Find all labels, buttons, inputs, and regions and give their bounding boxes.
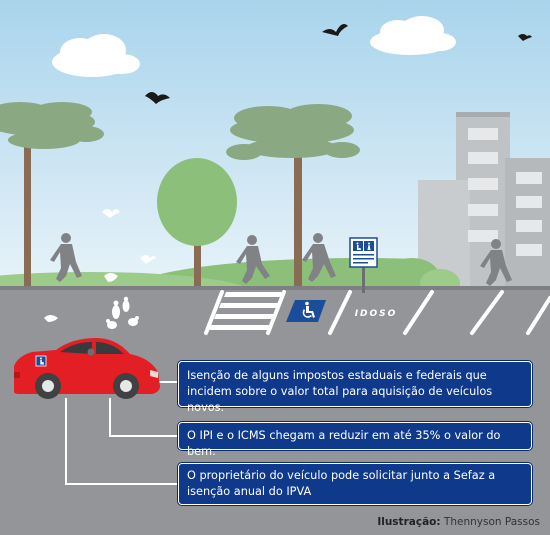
car-icon	[14, 338, 160, 399]
wheelchair-icon	[302, 301, 315, 318]
tree-icon	[226, 104, 360, 290]
jogger-icon	[302, 233, 336, 282]
jogger-icon	[236, 235, 270, 284]
bird-icon	[140, 255, 156, 264]
bird-icon	[145, 92, 170, 104]
info-box-ipi-icms: O IPI e o ICMS chegam a reduzir em até 3…	[178, 422, 532, 458]
bird-icon	[322, 24, 348, 36]
info-box-ipva: O proprietário do veículo pode solicitar…	[178, 463, 532, 505]
jogger-icon	[50, 233, 82, 282]
curb	[0, 286, 550, 290]
info-box-text: O IPI e o ICMS chegam a reduzir em até 3…	[187, 429, 501, 458]
info-box-tax-exemption: Isenção de alguns impostos estaduais e f…	[178, 361, 532, 414]
credit-author: Thennyson Passos	[443, 516, 540, 528]
pigeon-icon	[44, 273, 139, 329]
tree-icon	[157, 158, 237, 290]
illustration-credit: Ilustração: Thennyson Passos	[377, 516, 540, 528]
tree-icon	[0, 102, 104, 290]
hatched-zone	[209, 292, 284, 330]
info-box-text: Isenção de alguns impostos estaduais e f…	[187, 369, 493, 414]
credit-label: Ilustração:	[377, 516, 441, 528]
cloud-icon	[52, 34, 140, 77]
cloud-icon	[370, 16, 456, 55]
parking-lines	[204, 290, 550, 335]
pavement-idoso-text: IDOSO	[355, 309, 398, 319]
bird-icon	[518, 34, 532, 41]
parking-sign-icon	[349, 237, 378, 293]
info-box-text: O proprietário do veículo pode solicitar…	[187, 469, 496, 498]
bird-icon	[102, 209, 120, 218]
jogger-icon	[480, 239, 512, 286]
